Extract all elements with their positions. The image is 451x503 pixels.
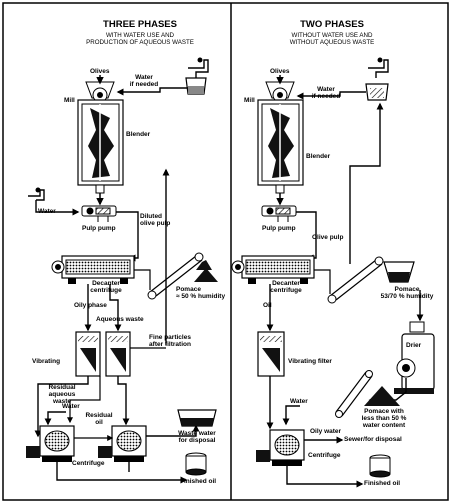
right-label-oil: Oil: [263, 302, 272, 309]
right-decanter-centrifuge: [231, 255, 315, 284]
left-mill-blender: [77, 81, 124, 194]
right-label-vibrating-filter: Vibrating filter: [288, 358, 332, 365]
left-label-oily-phase: Oily phase: [74, 302, 107, 309]
left-label-aqueous-waste: Aqueous waste: [96, 316, 144, 323]
right-label-finished-oil: Finished oil: [364, 480, 401, 487]
right-label-pomace-dry: Pomace with less than 50 % water content: [361, 408, 407, 429]
right-drier: [394, 321, 435, 394]
right-vibrating-filter: [257, 331, 285, 377]
left-label-mill: Mill: [64, 97, 75, 104]
left-pomace-conveyor: [147, 252, 218, 300]
left-label-water-2: Water: [62, 403, 80, 410]
left-label-water: Water: [38, 208, 56, 215]
right-label-blender: Blender: [306, 153, 331, 160]
right-label-decanter-centrifuge: Decanter centrifuge: [270, 280, 302, 294]
left-centrifuges: [26, 425, 147, 462]
left-finished-oil-can: [185, 452, 207, 476]
right-centrifuge: [256, 429, 305, 466]
left-subtitle: WITH WATER USE AND PRODUCTION OF AQUEOUS…: [86, 32, 194, 46]
right-label-water-if-needed: Water if needed: [311, 86, 341, 100]
left-vibrating-filters: [75, 331, 131, 377]
right-dry-pomace-pile: [335, 370, 400, 418]
left-label-centrifuge: Centrifuge: [72, 460, 105, 467]
left-label-pulp-pump: Pulp pump: [82, 225, 116, 232]
right-label-drier: Drier: [406, 342, 422, 349]
right-pomace-conveyor: [327, 256, 415, 304]
left-waste-water-tub: [177, 409, 217, 427]
left-title: THREE PHASES: [103, 19, 177, 30]
left-label-water-if-needed: Water if needed: [129, 74, 159, 88]
left-label-vibrating: Vibrating: [32, 358, 61, 365]
right-title: TWO PHASES: [300, 19, 364, 30]
right-label-centrifuge: Centrifuge: [308, 452, 341, 459]
right-label-olives: Olives: [270, 68, 290, 75]
left-label-blender: Blender: [126, 131, 151, 138]
left-label-waste-water: Waste water for disposal: [178, 430, 216, 444]
left-water-tap-middle: [28, 187, 45, 201]
left-label-residual-oil: Residual oil: [85, 412, 113, 426]
left-label-olives: Olives: [90, 68, 110, 75]
left-label-diluted-olive-pulp: Diluted olive pulp: [140, 213, 171, 227]
right-label-water: Water: [290, 398, 308, 405]
right-finished-oil-can: [369, 454, 391, 478]
right-label-pulp-pump: Pulp pump: [262, 225, 296, 232]
left-decanter-centrifuge: [51, 255, 135, 284]
left-label-residual-aqueous-waste: Residual aqueous waste: [48, 384, 76, 405]
right-label-pomace: Pomace 53/70 % humidity: [380, 286, 434, 300]
left-label-pomace: Pomace ≈ 50 % humidity: [176, 286, 226, 300]
right-label-oily-water: Oily water: [310, 428, 342, 435]
right-label-sewer: Sewer/for disposal: [344, 436, 402, 443]
right-water-tap-top: [365, 57, 389, 101]
left-label-fine-particles: Fine particles after filtration: [149, 334, 191, 348]
right-subtitle: WITHOUT WATER USE AND WITHOUT AQUEOUS WA…: [289, 32, 375, 46]
right-label-olive-pulp: Olive pulp: [312, 234, 344, 241]
left-label-finished-oil: Finished oil: [180, 478, 217, 485]
left-pulp-pump: [81, 205, 117, 222]
left-label-decanter-centrifuge: Decanter centrifuge: [90, 280, 122, 294]
left-water-tap-top: [185, 57, 209, 95]
right-label-mill: Mill: [244, 97, 255, 104]
right-mill-blender: [257, 81, 304, 194]
right-pulp-pump: [261, 205, 297, 222]
